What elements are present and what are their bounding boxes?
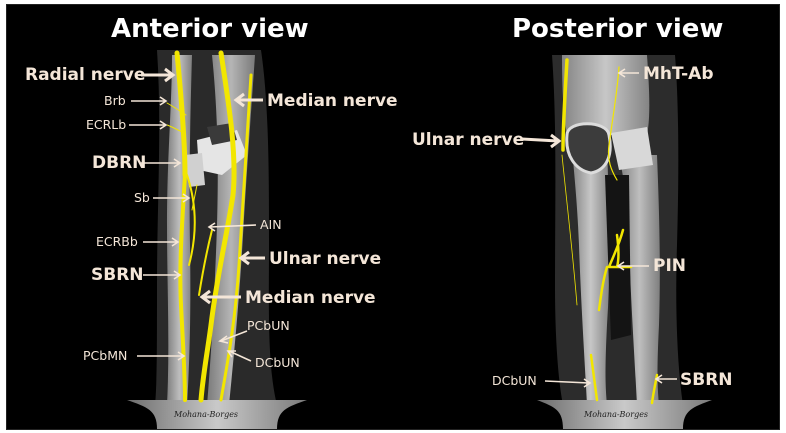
label-median-nerve-mid: Median nerve bbox=[245, 288, 376, 308]
arrow-mht-ab bbox=[617, 68, 639, 78]
label-mht-ab: MhT-Ab bbox=[643, 64, 714, 84]
label-dcbun-posterior: DCbUN bbox=[492, 373, 537, 388]
arrow-ulnar-nerve-anterior bbox=[238, 250, 265, 266]
label-sbrn-posterior: SBRN bbox=[680, 370, 733, 390]
label-pcbun: PCbUN bbox=[247, 318, 290, 333]
arrow-sb bbox=[153, 193, 191, 203]
label-sbrn: SBRN bbox=[91, 265, 144, 285]
label-dcbun-anterior: DCbUN bbox=[255, 355, 300, 370]
label-pcbmn: PCbMN bbox=[83, 348, 127, 363]
nerve-diagram: Mohana-Borges Mohana-Borges Anterior vie… bbox=[25, 14, 733, 429]
label-dbrn: DBRN bbox=[92, 153, 146, 173]
label-ulnar-nerve-anterior: Ulnar nerve bbox=[269, 249, 381, 269]
arrow-pcbun bbox=[218, 330, 248, 344]
posterior-arm: Mohana-Borges bbox=[537, 55, 712, 429]
arrow-dbrn bbox=[141, 158, 182, 168]
label-ecrbb: ECRBb bbox=[96, 234, 138, 249]
arrow-ecrbb bbox=[143, 237, 180, 247]
arrow-ulnar-nerve-posterior bbox=[521, 133, 562, 149]
label-median-nerve-top: Median nerve bbox=[267, 91, 398, 111]
label-ain: AIN bbox=[260, 217, 282, 232]
anterior-title: Anterior view bbox=[111, 14, 309, 44]
arrow-dcbun-anterior bbox=[226, 350, 252, 362]
arrow-dcbun-posterior bbox=[544, 378, 592, 388]
label-sb: Sb bbox=[134, 190, 150, 205]
label-ecrlb: ECRLb bbox=[86, 117, 126, 132]
arrow-radial-nerve bbox=[141, 67, 176, 83]
anterior-signature: Mohana-Borges bbox=[173, 410, 238, 419]
arrow-pin bbox=[616, 261, 649, 271]
anterior-arm: Mohana-Borges bbox=[127, 50, 307, 429]
posterior-signature: Mohana-Borges bbox=[583, 410, 648, 419]
arrow-ain bbox=[207, 222, 257, 232]
arrow-brb bbox=[131, 96, 168, 106]
arrow-sbrn-posterior bbox=[654, 374, 677, 384]
arrow-pcbmn bbox=[137, 351, 186, 361]
arrow-sbrn bbox=[143, 270, 182, 280]
arrow-ecrlb bbox=[129, 120, 168, 130]
posterior-title: Posterior view bbox=[512, 14, 723, 44]
arrow-median-nerve-top bbox=[233, 92, 263, 108]
label-brb: Brb bbox=[104, 93, 126, 108]
label-pin: PIN bbox=[653, 256, 686, 276]
label-radial-nerve: Radial nerve bbox=[25, 65, 145, 85]
figure-frame: Mohana-Borges Mohana-Borges Anterior vie… bbox=[6, 4, 780, 430]
anterior-nerves bbox=[166, 50, 253, 403]
label-ulnar-nerve-posterior: Ulnar nerve bbox=[412, 130, 524, 150]
arrow-median-nerve-mid bbox=[199, 289, 241, 305]
